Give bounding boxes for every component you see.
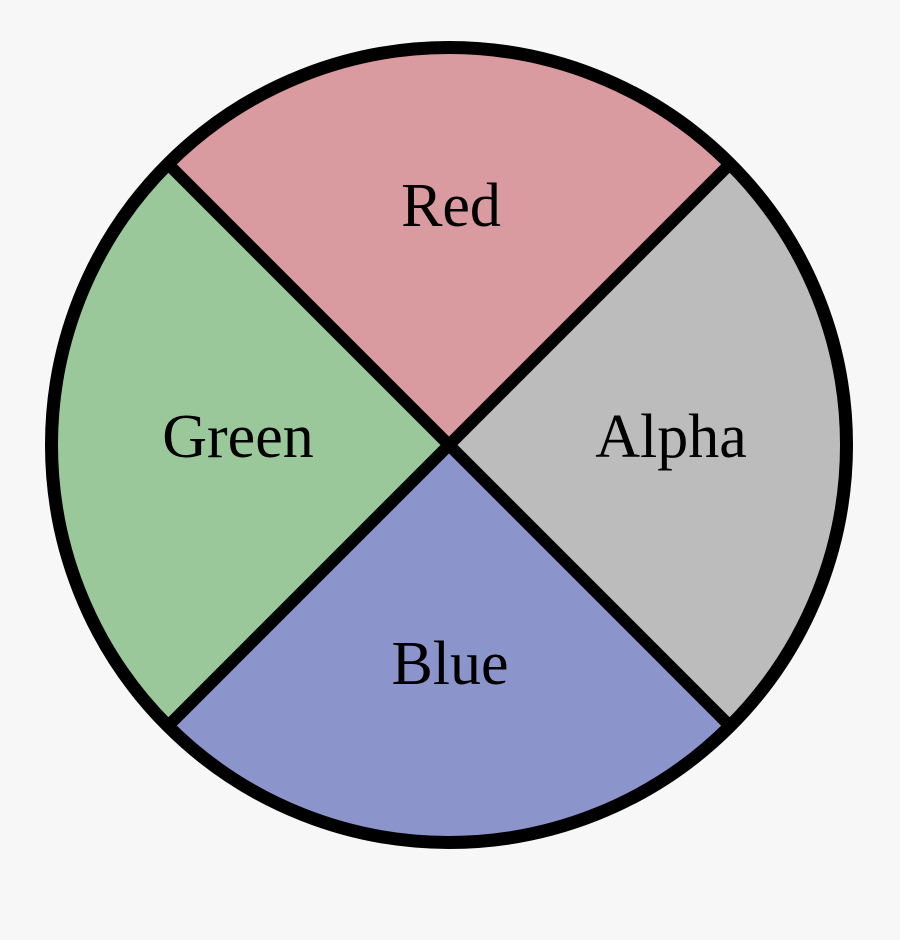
sector-red[interactable] (167, 47, 731, 446)
sector-label-green: Green (162, 403, 313, 471)
sector-alpha[interactable] (449, 163, 847, 727)
divider-diagonal-ne-sw (163, 159, 735, 731)
sector-green[interactable] (51, 163, 449, 727)
circle-outline (45, 41, 853, 849)
sector-label-blue: Blue (391, 630, 508, 698)
sector-blue[interactable] (167, 445, 731, 843)
sector-label-alpha: Alpha (595, 403, 747, 471)
sector-label-red: Red (401, 172, 501, 240)
